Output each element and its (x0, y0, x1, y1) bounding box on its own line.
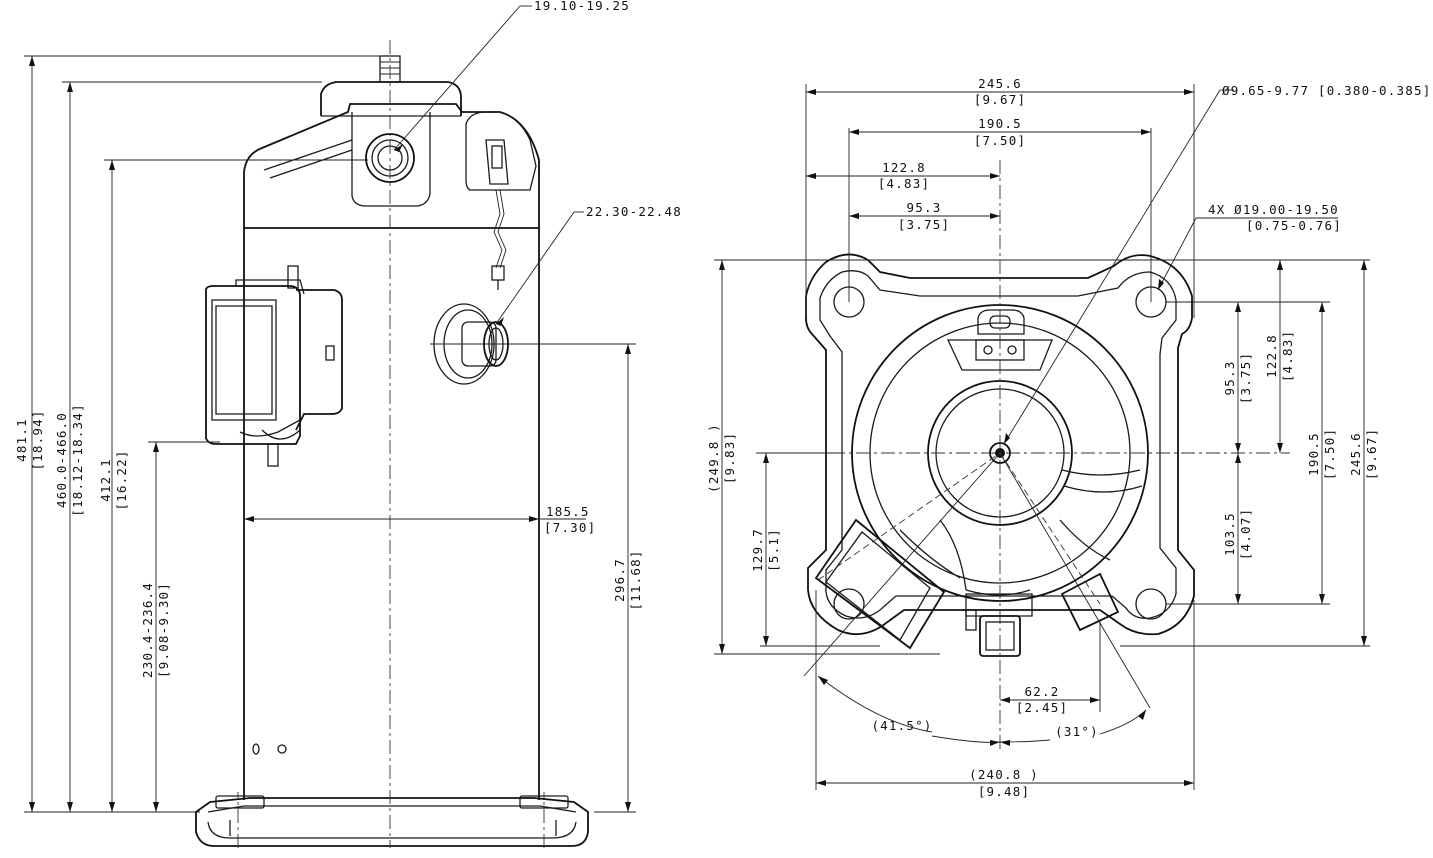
dim-center-bottom: 129.7 [5.1] (750, 452, 840, 646)
label-9-08: [9.08-9.30] (156, 582, 171, 678)
bottom-extension-lines (714, 84, 1370, 790)
dim-height-left: (249.8 ) [9.83] (706, 260, 737, 654)
dim-shell-width: 185.5 [7.30] (244, 504, 596, 535)
label-16-22: [16.22] (114, 449, 129, 510)
label-5-1: [5.1] (766, 528, 781, 572)
bottom-centerlines (756, 160, 1290, 750)
label-296: 296.7 (612, 558, 627, 602)
dim-foot-span: (240.8 ) [9.48] (816, 767, 1194, 799)
dim-discharge-height: 296.7 [11.68] (430, 343, 643, 813)
label-18-12: [18.12-18.34] (70, 403, 85, 516)
label-190-right: 190.5 (1306, 432, 1321, 476)
label-4x-holes: 4X Ø19.00-19.50 (1208, 202, 1339, 217)
dim-right-245: 245.6 [9.67] (1348, 260, 1379, 646)
label-245-top: 245.6 (978, 76, 1022, 91)
dim-hole-center: 95.3 [3.75] (849, 200, 1000, 232)
dim-right-103: 103.5 [4.07] (1222, 453, 1253, 604)
label-7-50-right: [7.50] (1322, 428, 1337, 480)
dim-body-height: 460.0-466.0 [18.12-18.34] (54, 81, 322, 812)
dim-hole-spacing: 190.5 [7.50] (849, 116, 1151, 148)
label-245-right: 245.6 (1348, 432, 1363, 476)
label-95-right: 95.3 (1222, 361, 1237, 396)
label-9-67-right: [9.67] (1364, 428, 1379, 480)
dim-overall-height: 481.1 [18.94] (14, 55, 386, 813)
label-481: 481.1 (14, 418, 29, 462)
angle-arcs: (41.5°) (31°) (803, 452, 1151, 746)
label-4-07: [4.07] (1238, 508, 1253, 560)
label-pin-hole: Ø9.65-9.77 [0.380-0.385] (1222, 83, 1431, 98)
label-230: 230.4-236.4 (140, 582, 155, 678)
dim-offset-62: 62.2 [2.45] (1000, 684, 1100, 715)
leader-suction: 19.10-19.25 (393, 0, 630, 152)
label-4-83-right: [4.83] (1280, 330, 1295, 382)
label-angle-41: (41.5°) (871, 718, 932, 733)
label-122-right: 122.8 (1264, 334, 1279, 378)
label-3-75-top: [3.75] (898, 217, 950, 232)
leader-pin-hole: Ø9.65-9.77 [0.380-0.385] (1003, 83, 1431, 445)
leader-mount-holes: 4X Ø19.00-19.50 [0.75-0.76] (1157, 202, 1342, 291)
label-9-48: [9.48] (978, 784, 1030, 799)
label-suction-fitting: 19.10-19.25 (534, 0, 630, 13)
dim-width-overall: 245.6 [9.67] (806, 76, 1194, 107)
dim-box-height: 230.4-236.4 [9.08-9.30] (140, 441, 220, 812)
dim-right-95: 95.3 [3.75] (1222, 302, 1253, 453)
label-460: 460.0-466.0 (54, 412, 69, 508)
dim-right-190: 190.5 [7.50] (1306, 302, 1337, 604)
bottom-fittings (814, 518, 1120, 657)
label-103: 103.5 (1222, 512, 1237, 556)
label-185: 185.5 (546, 504, 590, 519)
label-7-30: [7.30] (544, 520, 596, 535)
label-4-83-top: [4.83] (878, 176, 930, 191)
dim-suction-height: 412.1 [16.22] (98, 159, 368, 812)
dim-right-122: 122.8 [4.83] (1264, 260, 1295, 453)
label-discharge-fitting: 22.30-22.48 (586, 204, 682, 219)
side-view: 481.1 [18.94] 460.0-466.0 [18.12-18.34] … (14, 0, 682, 848)
label-240: (240.8 ) (969, 767, 1039, 782)
label-190-top: 190.5 (978, 116, 1022, 131)
base-plate (805, 253, 1195, 636)
label-angle-31: (31°) (1055, 724, 1099, 739)
dim-left-center: 122.8 [4.83] (806, 160, 1000, 191)
label-129: 129.7 (750, 528, 765, 572)
label-122-top: 122.8 (882, 160, 926, 175)
bottom-view: 245.6 [9.67] 190.5 [7.50] 122.8 [4.83] 9… (706, 76, 1431, 799)
leader-discharge: 22.30-22.48 (495, 204, 682, 326)
label-3-75-right: [3.75] (1238, 352, 1253, 404)
label-11-68: [11.68] (628, 549, 643, 610)
label-95-top: 95.3 (907, 200, 942, 215)
label-2-45: [2.45] (1016, 700, 1068, 715)
label-249: (249.8 ) (706, 423, 721, 493)
label-412: 412.1 (98, 458, 113, 502)
label-9-67-top: [9.67] (974, 92, 1026, 107)
label-7-50-top: [7.50] (974, 133, 1026, 148)
label-62: 62.2 (1025, 684, 1060, 699)
label-18-94: [18.94] (30, 409, 45, 470)
label-0-75: [0.75-0.76] (1246, 218, 1342, 233)
label-9-83: [9.83] (722, 432, 737, 484)
compressor-shell (195, 55, 589, 847)
